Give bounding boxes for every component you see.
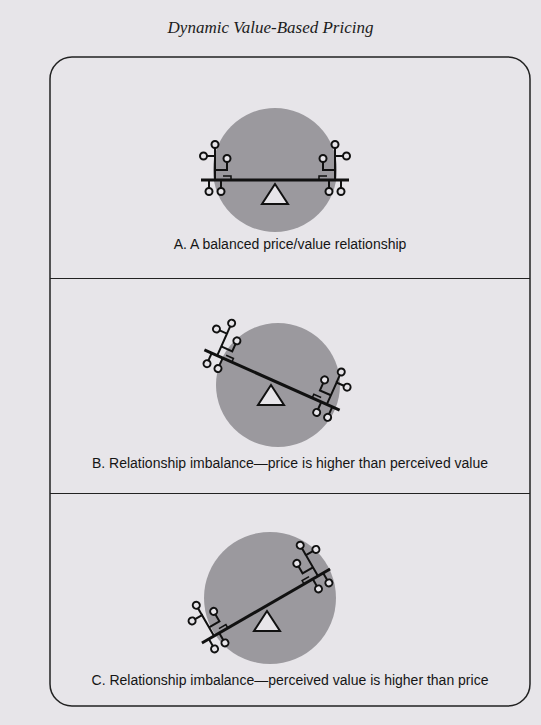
- seesaw-value-high: [182, 532, 339, 664]
- seesaw-balanced: [200, 108, 350, 232]
- figure-panel: B. Relationship imbalance—price is highe…: [50, 279, 530, 494]
- figure-panel: C. Relationship imbalance—perceived valu…: [50, 494, 530, 706]
- figure-caption: A. A balanced price/value relationship: [170, 236, 411, 252]
- seesaw-price-high: [197, 314, 356, 447]
- page-header: Dynamic Value-Based Pricing: [0, 18, 541, 38]
- figure-caption: C. Relationship imbalance—perceived valu…: [88, 672, 493, 688]
- frame: [50, 57, 530, 706]
- figure-panel: A. A balanced price/value relationship: [50, 57, 530, 279]
- figure-caption: B. Relationship imbalance—price is highe…: [88, 455, 492, 471]
